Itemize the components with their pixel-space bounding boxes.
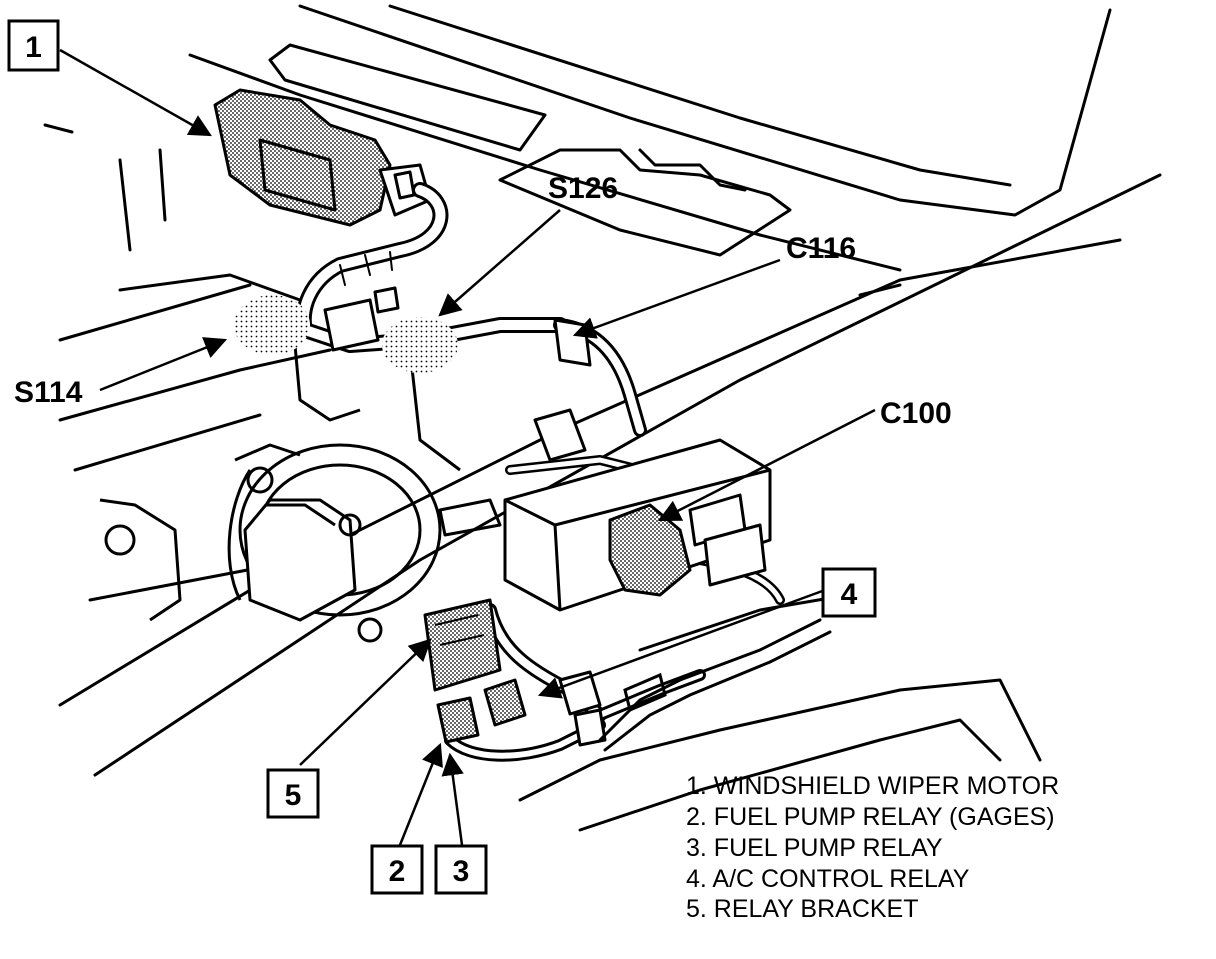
c100-connector-block: [503, 438, 772, 612]
callout-box-4: 4: [821, 567, 877, 618]
leader-s126: [438, 209, 561, 317]
callout-c116: C116: [786, 232, 856, 265]
ac-control-relay: [558, 670, 607, 747]
vehicle-body-outline: [43, 4, 1162, 832]
legend-item-4: 4. A/C CONTROL RELAY: [686, 865, 970, 893]
fuel-pump-relay-gages: [436, 696, 480, 744]
leader-c100: [657, 408, 876, 522]
brake-booster: [99, 344, 502, 643]
splice-s126-area: [382, 317, 458, 373]
callout-2-label: 2: [389, 855, 406, 888]
relay-bracket: [423, 598, 502, 692]
leader-3: [441, 752, 464, 846]
callout-box-3: 3: [434, 844, 488, 895]
legend: 1. WINDSHIELD WIPER MOTOR 2. FUEL PUMP R…: [686, 772, 1059, 923]
windshield-wiper-motor: [213, 88, 432, 227]
leader-c116: [572, 258, 781, 339]
leader-2: [398, 742, 443, 846]
callout-box-2: 2: [370, 844, 424, 895]
leader-lines: [59, 48, 876, 846]
fuel-pump-relay: [483, 678, 527, 727]
callout-3-label: 3: [453, 855, 470, 888]
legend-item-2: 2. FUEL PUMP RELAY (GAGES): [686, 803, 1055, 831]
callout-c100: C100: [880, 397, 952, 430]
legend-item-1: 1. WINDSHIELD WIPER MOTOR: [686, 772, 1059, 800]
callout-s126: S126: [548, 172, 618, 205]
callout-box-5: 5: [266, 768, 320, 819]
harness-connectors: [323, 286, 592, 462]
legend-item-3: 3. FUEL PUMP RELAY: [686, 834, 943, 862]
leader-4: [537, 588, 826, 699]
leader-5: [299, 638, 432, 766]
callout-box-1: 1: [7, 19, 60, 72]
callout-1-label: 1: [25, 31, 42, 64]
ac-lines: [598, 618, 832, 752]
callout-s114: S114: [14, 376, 83, 409]
callout-5-label: 5: [285, 779, 302, 812]
callout-4-label: 4: [841, 578, 858, 611]
legend-item-5: 5. RELAY BRACKET: [686, 895, 919, 923]
leader-s114: [99, 337, 228, 392]
leader-1: [59, 48, 212, 137]
splice-s114-area: [234, 295, 310, 355]
